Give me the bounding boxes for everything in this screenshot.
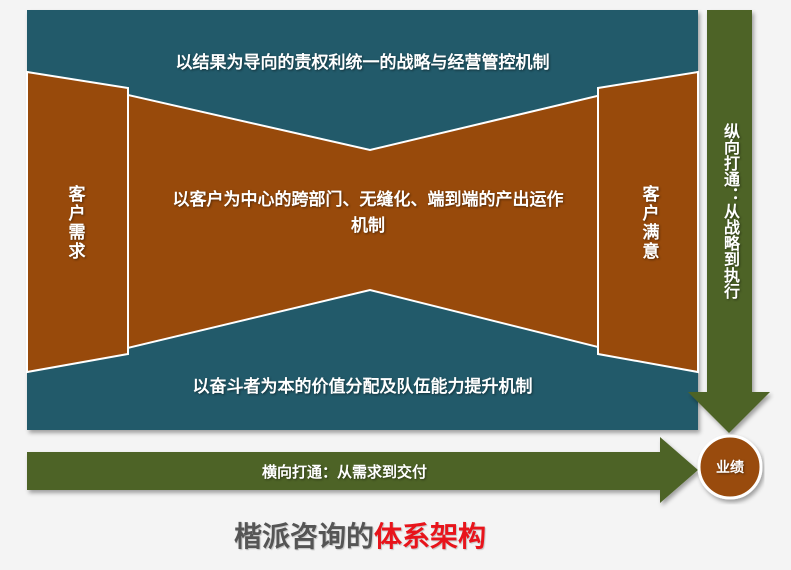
bottom-banner-text: 以奋斗者为本的价值分配及队伍能力提升机制 [192, 376, 533, 397]
horizontal-arrow-shape [27, 437, 698, 503]
right-customer-panel-shape [597, 70, 699, 374]
left-customer-panel-shape [26, 70, 129, 374]
result-circle-text: 业绩 [716, 460, 744, 476]
footer-title-highlight: 体系架构 [374, 520, 487, 553]
footer-title: 楷派咨询的体系架构 [0, 515, 720, 559]
horizontal-arrow-text: 横向打通：从需求到交付 [261, 462, 427, 481]
vertical-arrow-shape [688, 10, 770, 433]
top-banner-text: 以结果为导向的责权利统一的战略与经营管控机制 [175, 52, 550, 73]
right-panel-text: 客户满意 [638, 184, 659, 261]
vertical-arrow-text: 纵向打通：从战略到执行 [721, 123, 740, 299]
result-circle-shape [697, 434, 763, 500]
left-panel-text: 客户需求 [64, 184, 85, 261]
footer-title-prefix: 楷派咨询的 [233, 520, 374, 553]
center-block-text: 以客户为中心的跨部门、无缝化、端到端的产出运作机制 [172, 190, 564, 236]
